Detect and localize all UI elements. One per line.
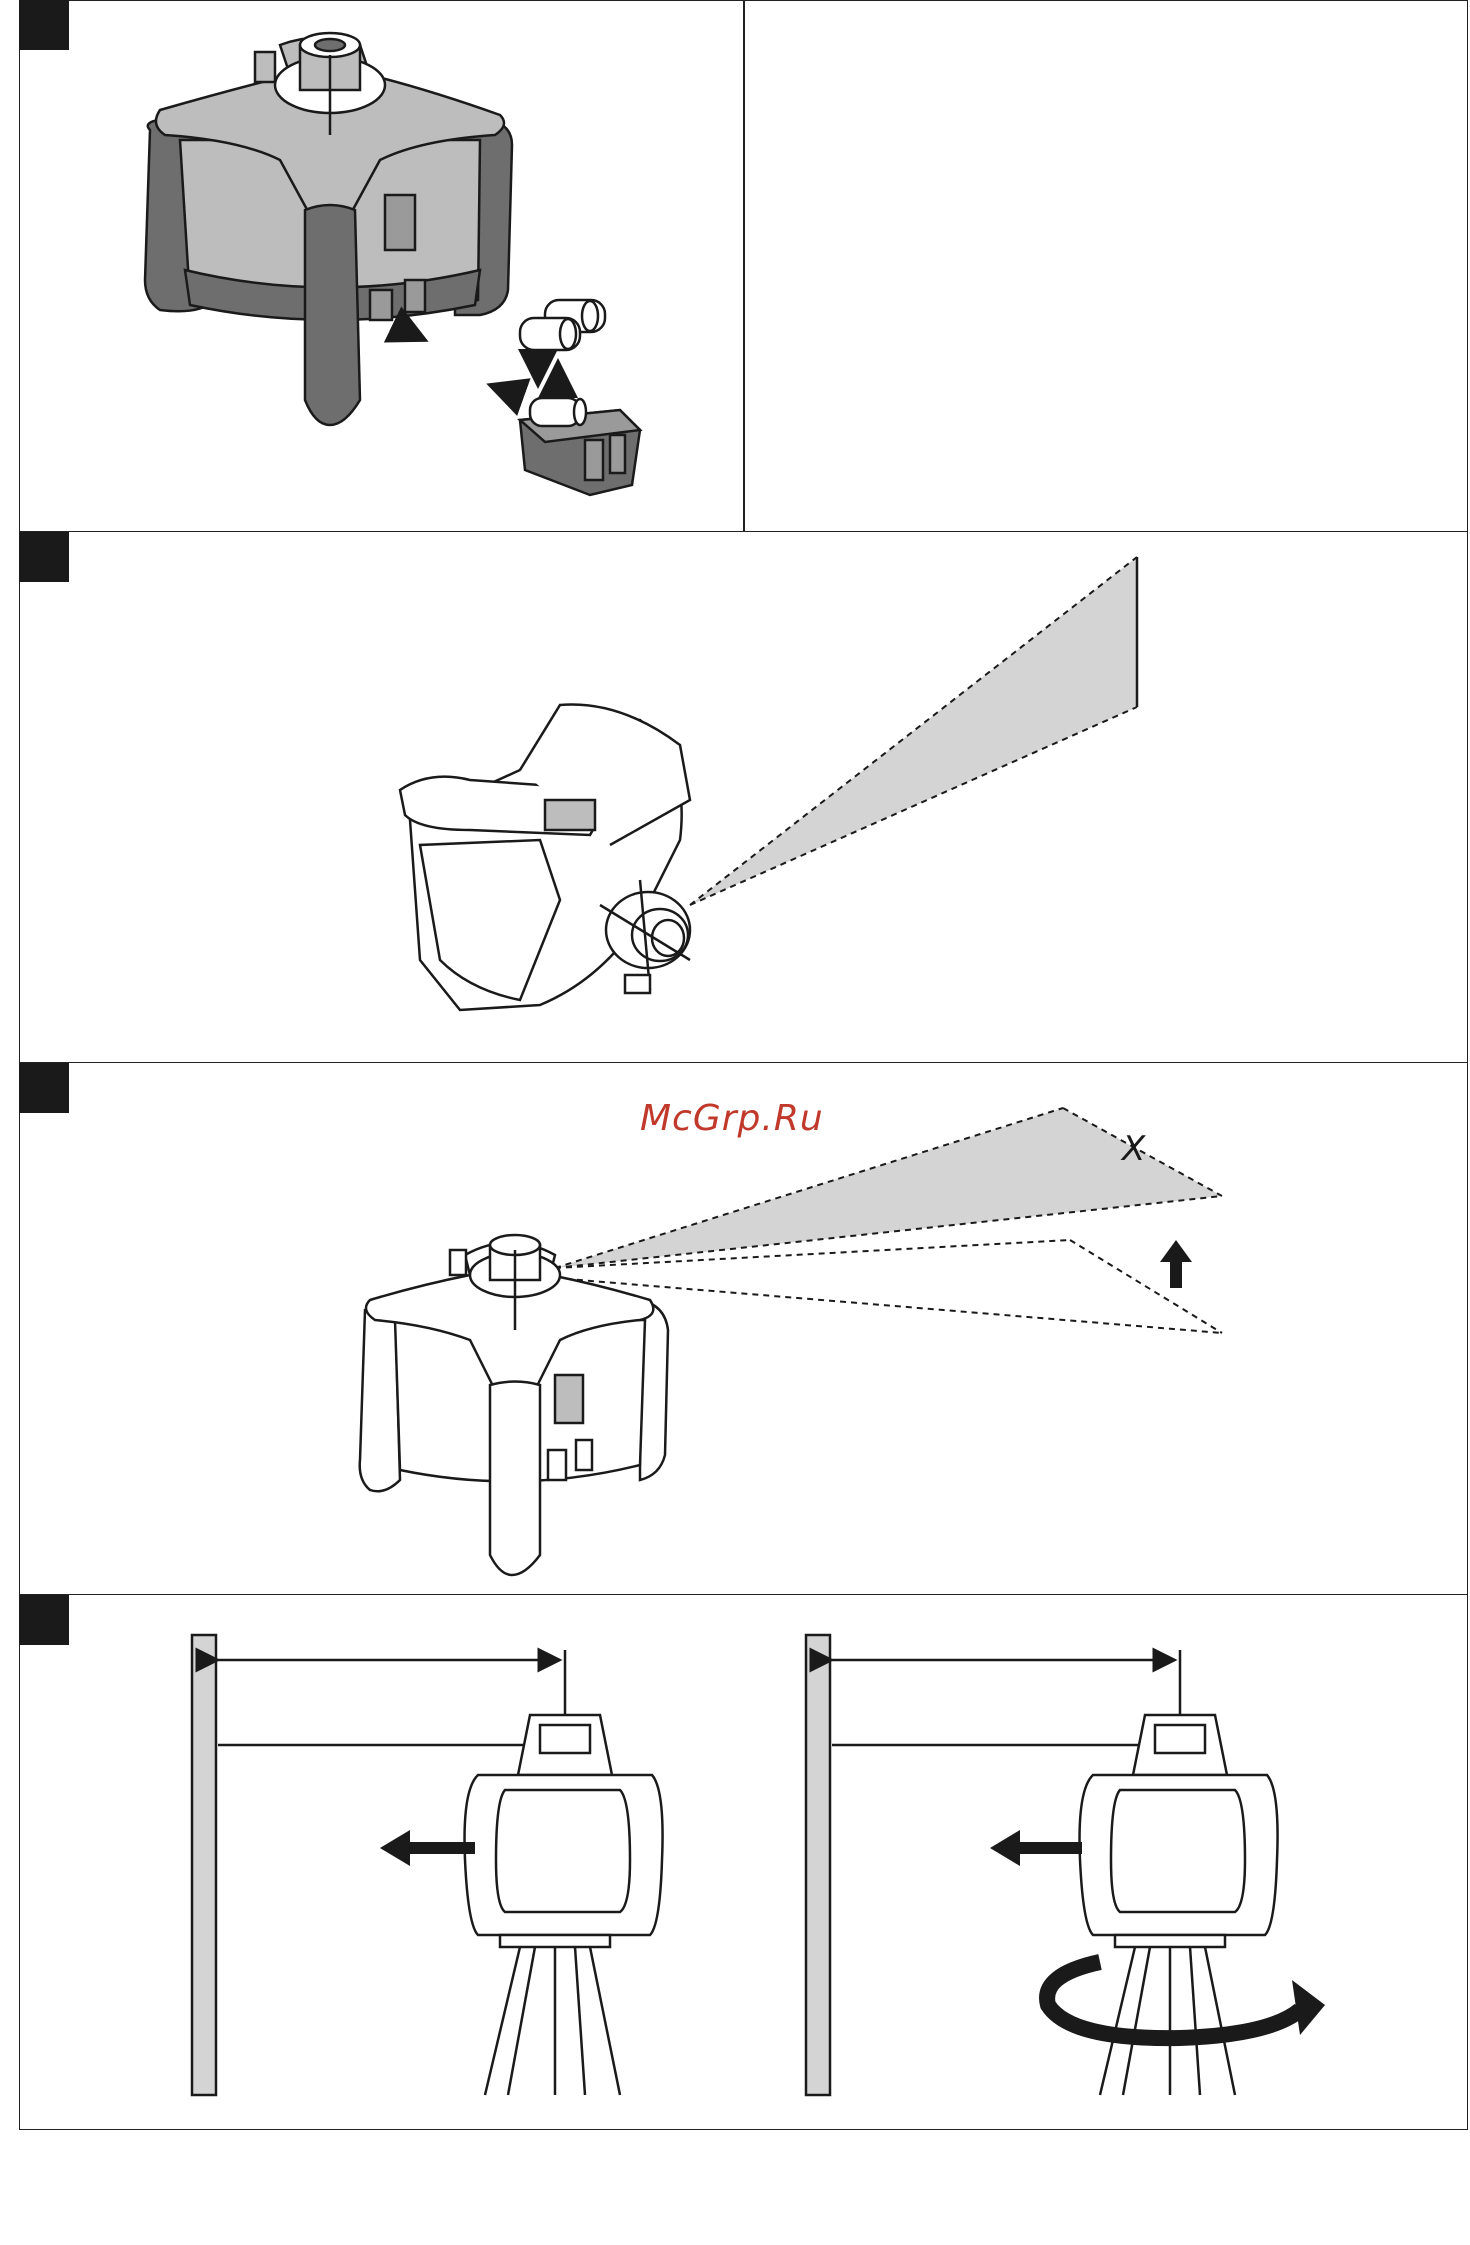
wall-right: [806, 1635, 830, 2095]
rotating-laser-device-shaded: [145, 33, 512, 425]
rotating-laser-device-upright: [360, 1235, 668, 1575]
rotating-laser-device-lying: [400, 705, 690, 1011]
distance-dimension-left: [218, 1650, 565, 1745]
angle-label: X: [1120, 1129, 1146, 1169]
device-on-tripod-left: [465, 1715, 663, 2095]
angle-marker: X: [1120, 1129, 1146, 1169]
left-arrow-2: [990, 1830, 1082, 1866]
wall-left: [192, 1635, 216, 2095]
battery-compartment: [520, 398, 640, 495]
up-arrow: [1160, 1240, 1192, 1288]
laser-beam-fan: [690, 557, 1137, 905]
batteries: [520, 300, 605, 350]
watermark-text: McGrp.Ru: [640, 1098, 824, 1139]
distance-dimension-right: [832, 1650, 1180, 1745]
left-arrow-1: [380, 1830, 475, 1866]
rotate-arrow: [1047, 1962, 1325, 2038]
